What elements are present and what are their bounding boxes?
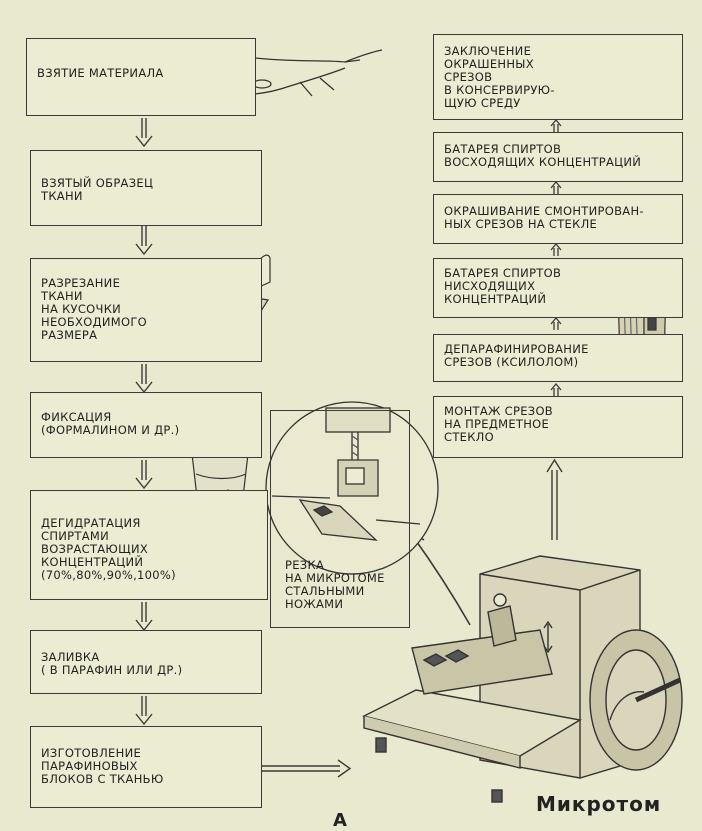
microtome-label: Микротом bbox=[536, 792, 662, 816]
inset-caption: Резка на микротоме стальными ножами bbox=[285, 558, 385, 611]
step-cutting-tissue-label: Разрезание ткани на кусочки необходимого… bbox=[41, 276, 148, 342]
step-dehydration: Дегидратация спиртами возрастающих конце… bbox=[30, 490, 268, 600]
step-tissue-sample-label: Взятый образец ткани bbox=[41, 176, 154, 203]
step-take-material: Взятие материала bbox=[26, 38, 256, 116]
step-descending-alcohols-label: Батарея спиртов нисходящих концентраций bbox=[444, 266, 562, 306]
step-mounting-medium: Заключение окрашенных срезов в консервир… bbox=[433, 34, 683, 120]
step-mounting-sections: Монтаж срезов на предметное стекло bbox=[433, 396, 683, 458]
step-cutting-tissue: Разрезание ткани на кусочки необходимого… bbox=[30, 258, 262, 362]
step-descending-alcohols: Батарея спиртов нисходящих концентраций bbox=[433, 258, 683, 318]
step-paraffin-blocks-label: Изготовление парафиновых блоков с тканью bbox=[41, 746, 164, 786]
microtome-inset-illustration bbox=[265, 401, 439, 575]
block-to-microtome-arrow bbox=[256, 759, 352, 778]
microtome-to-mount-arrow bbox=[546, 458, 563, 540]
step-paraffin-blocks: Изготовление парафиновых блоков с тканью bbox=[30, 726, 262, 808]
step-ascending-alcohols-label: Батарея спиртов восходящих концентраций bbox=[444, 142, 642, 169]
step-mounting-sections-label: Монтаж срезов на предметное стекло bbox=[444, 404, 554, 444]
figure-letter: А bbox=[333, 810, 348, 831]
step-embedding-label: Заливка ( в парафин или др.) bbox=[41, 650, 183, 677]
step-deparaffinization-label: Депарафинирование срезов (ксилолом) bbox=[444, 342, 589, 369]
inset-pointer-arrow bbox=[407, 529, 471, 626]
step-staining: Окрашивание смонтирован- ных срезов на с… bbox=[433, 194, 683, 244]
step-mounting-medium-label: Заключение окрашенных срезов в консервир… bbox=[444, 44, 555, 110]
step-ascending-alcohols: Батарея спиртов восходящих концентраций bbox=[433, 132, 683, 182]
step-staining-label: Окрашивание смонтирован- ных срезов на с… bbox=[444, 204, 644, 231]
step-embedding: Заливка ( в парафин или др.) bbox=[30, 630, 262, 694]
step-take-material-label: Взятие материала bbox=[37, 66, 164, 80]
step-fixation: Фиксация (формалином и др.) bbox=[30, 392, 262, 458]
step-deparaffinization: Депарафинирование срезов (ксилолом) bbox=[433, 334, 683, 382]
microtome-cutting-inset: Резка на микротоме стальными ножами bbox=[270, 410, 410, 628]
microtome-illustration bbox=[362, 555, 683, 803]
step-fixation-label: Фиксация (формалином и др.) bbox=[41, 410, 180, 437]
step-tissue-sample: Взятый образец ткани bbox=[30, 150, 262, 226]
step-dehydration-label: Дегидратация спиртами возрастающих конце… bbox=[41, 516, 176, 582]
